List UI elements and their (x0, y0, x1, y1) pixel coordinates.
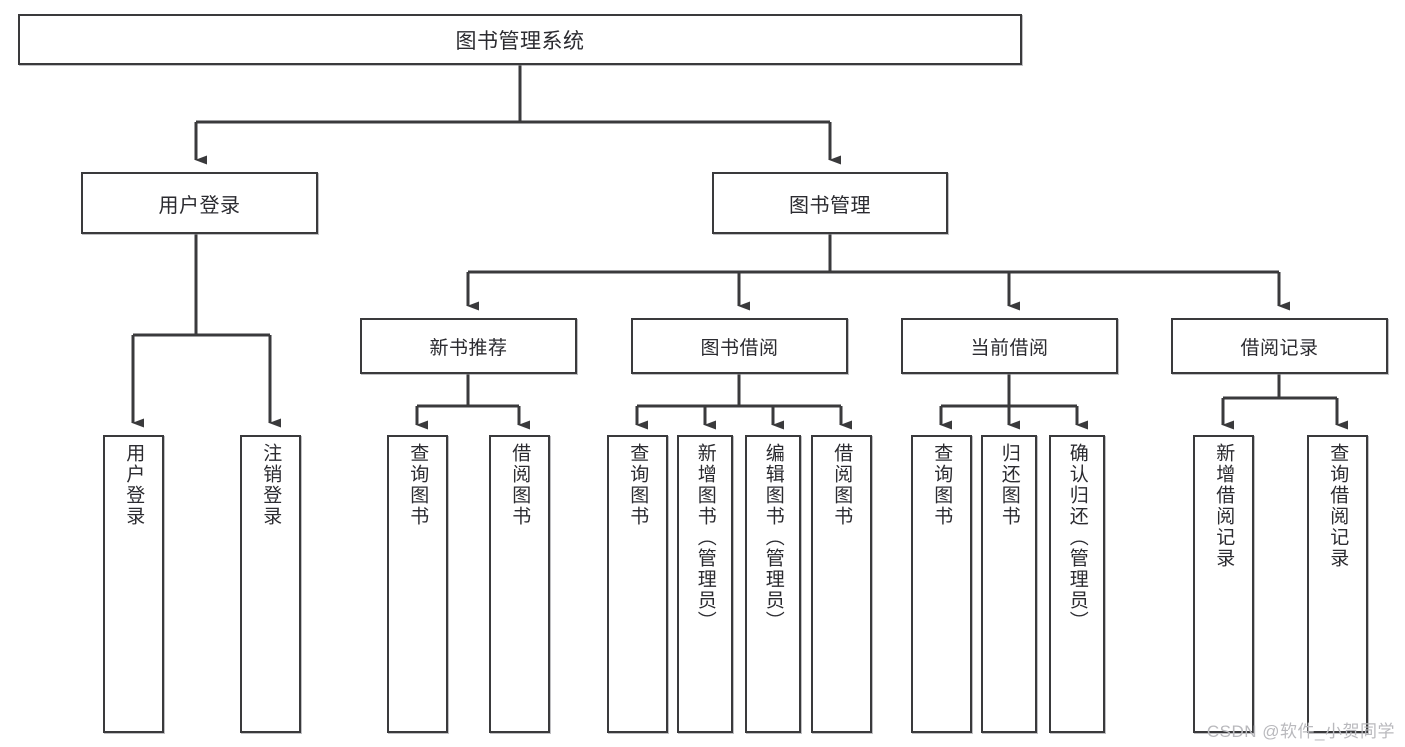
node-leaf-borrow-book-2-label: 借阅图书 (831, 443, 853, 527)
node-leaf-borrow-book-1-label: 借阅图书 (509, 443, 531, 527)
node-leaf-edit-book-admin[interactable]: 编辑图书（管理员） (745, 435, 801, 733)
node-current-borrow[interactable]: 当前借阅 (901, 318, 1118, 374)
node-leaf-query-book-3-label: 查询图书 (931, 443, 953, 527)
node-root-label: 图书管理系统 (455, 29, 585, 53)
node-leaf-query-book-1[interactable]: 查询图书 (387, 435, 448, 733)
node-leaf-query-book-1-label: 查询图书 (407, 443, 429, 527)
node-leaf-query-book-3[interactable]: 查询图书 (911, 435, 972, 733)
node-leaf-borrow-book-2[interactable]: 借阅图书 (811, 435, 872, 733)
node-leaf-query-book-2-label: 查询图书 (627, 443, 649, 527)
node-leaf-add-borrow-record[interactable]: 新增借阅记录 (1193, 435, 1254, 733)
node-book-manage[interactable]: 图书管理 (712, 172, 948, 234)
node-book-manage-label: 图书管理 (789, 194, 871, 217)
node-leaf-query-borrow-record[interactable]: 查询借阅记录 (1307, 435, 1368, 733)
node-leaf-logout[interactable]: 注销登录 (240, 435, 301, 733)
node-new-book-rec-label: 新书推荐 (429, 337, 508, 359)
node-user-login-label: 用户登录 (158, 194, 241, 217)
node-leaf-add-book-admin[interactable]: 新增图书（管理员） (677, 435, 733, 733)
node-root[interactable]: 图书管理系统 (18, 14, 1022, 65)
node-leaf-logout-label: 注销登录 (260, 443, 282, 527)
node-leaf-user-login-label: 用户登录 (123, 443, 145, 527)
node-leaf-edit-book-admin-label: 编辑图书（管理员） (762, 443, 784, 632)
node-borrow-record[interactable]: 借阅记录 (1171, 318, 1388, 374)
node-book-borrow[interactable]: 图书借阅 (631, 318, 848, 374)
node-leaf-add-book-admin-label: 新增图书（管理员） (694, 443, 716, 632)
node-leaf-query-book-2[interactable]: 查询图书 (607, 435, 668, 733)
node-leaf-borrow-book-1[interactable]: 借阅图书 (489, 435, 550, 733)
node-leaf-return-book[interactable]: 归还图书 (981, 435, 1037, 733)
node-leaf-return-book-label: 归还图书 (998, 443, 1020, 527)
node-user-login[interactable]: 用户登录 (81, 172, 318, 234)
node-leaf-add-borrow-record-label: 新增借阅记录 (1213, 443, 1235, 569)
node-book-borrow-label: 图书借阅 (700, 337, 779, 359)
node-borrow-record-label: 借阅记录 (1240, 337, 1319, 359)
node-current-borrow-label: 当前借阅 (970, 337, 1049, 359)
node-leaf-query-borrow-record-label: 查询借阅记录 (1327, 443, 1349, 569)
node-leaf-confirm-return-admin[interactable]: 确认归还（管理员） (1049, 435, 1105, 733)
node-leaf-user-login[interactable]: 用户登录 (103, 435, 164, 733)
node-leaf-confirm-return-admin-label: 确认归还（管理员） (1066, 443, 1088, 632)
node-new-book-rec[interactable]: 新书推荐 (360, 318, 577, 374)
